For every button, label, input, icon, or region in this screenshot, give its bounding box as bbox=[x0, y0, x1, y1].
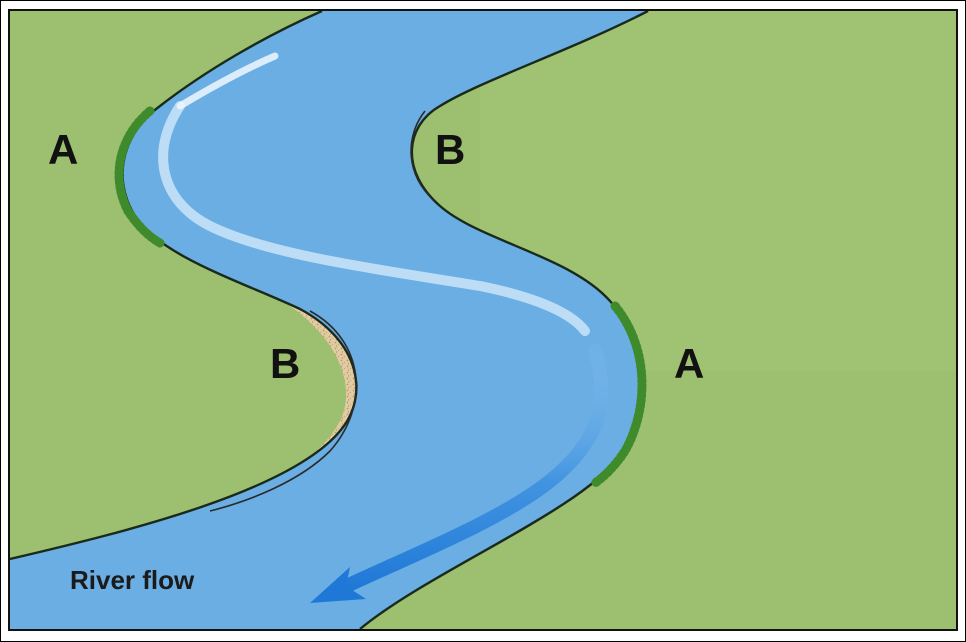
grass-edge-left bbox=[114, 106, 165, 248]
flow-arrow-shaft bbox=[333, 344, 609, 596]
grass-edge-right bbox=[590, 301, 647, 488]
point-bar-top-waterline bbox=[410, 110, 436, 202]
river-meander-diagram: A B B A River flow bbox=[8, 9, 958, 631]
label-outer-bank-right: A bbox=[674, 340, 705, 387]
river-water bbox=[10, 11, 648, 629]
river-highlight-band bbox=[158, 101, 590, 336]
label-inner-bank-bottom: B bbox=[270, 340, 301, 387]
river-highlight-top bbox=[176, 52, 279, 110]
label-river-flow: River flow bbox=[70, 565, 195, 595]
label-inner-bank-top: B bbox=[435, 126, 466, 173]
point-bar-bottom-waterline bbox=[209, 310, 358, 512]
right-bank-line bbox=[359, 11, 649, 629]
flow-arrow-head bbox=[310, 567, 366, 603]
label-outer-bank-left: A bbox=[48, 126, 79, 173]
diagram-scene bbox=[10, 11, 956, 629]
left-bank-line bbox=[10, 11, 358, 561]
